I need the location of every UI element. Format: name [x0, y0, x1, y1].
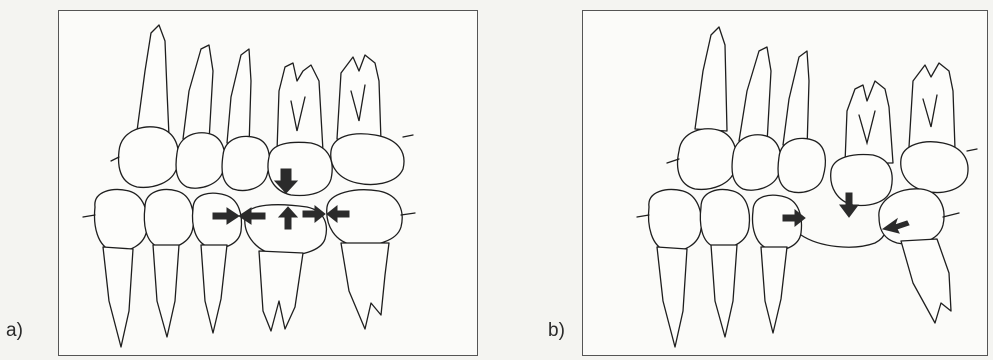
lower-roots-a: [103, 243, 389, 347]
upper-roots-a: [137, 25, 381, 151]
teeth-diagram-b: [583, 11, 989, 357]
upper-crowns-a: [111, 127, 413, 196]
panel-b-label: b): [548, 320, 565, 342]
lower-roots-b: [657, 239, 951, 347]
panel-b-diagram: [582, 10, 988, 356]
panel-a-diagram: [58, 10, 478, 356]
panel-a-label: a): [6, 320, 23, 342]
teeth-diagram-a: [59, 11, 479, 357]
upper-roots-b: [695, 27, 955, 163]
